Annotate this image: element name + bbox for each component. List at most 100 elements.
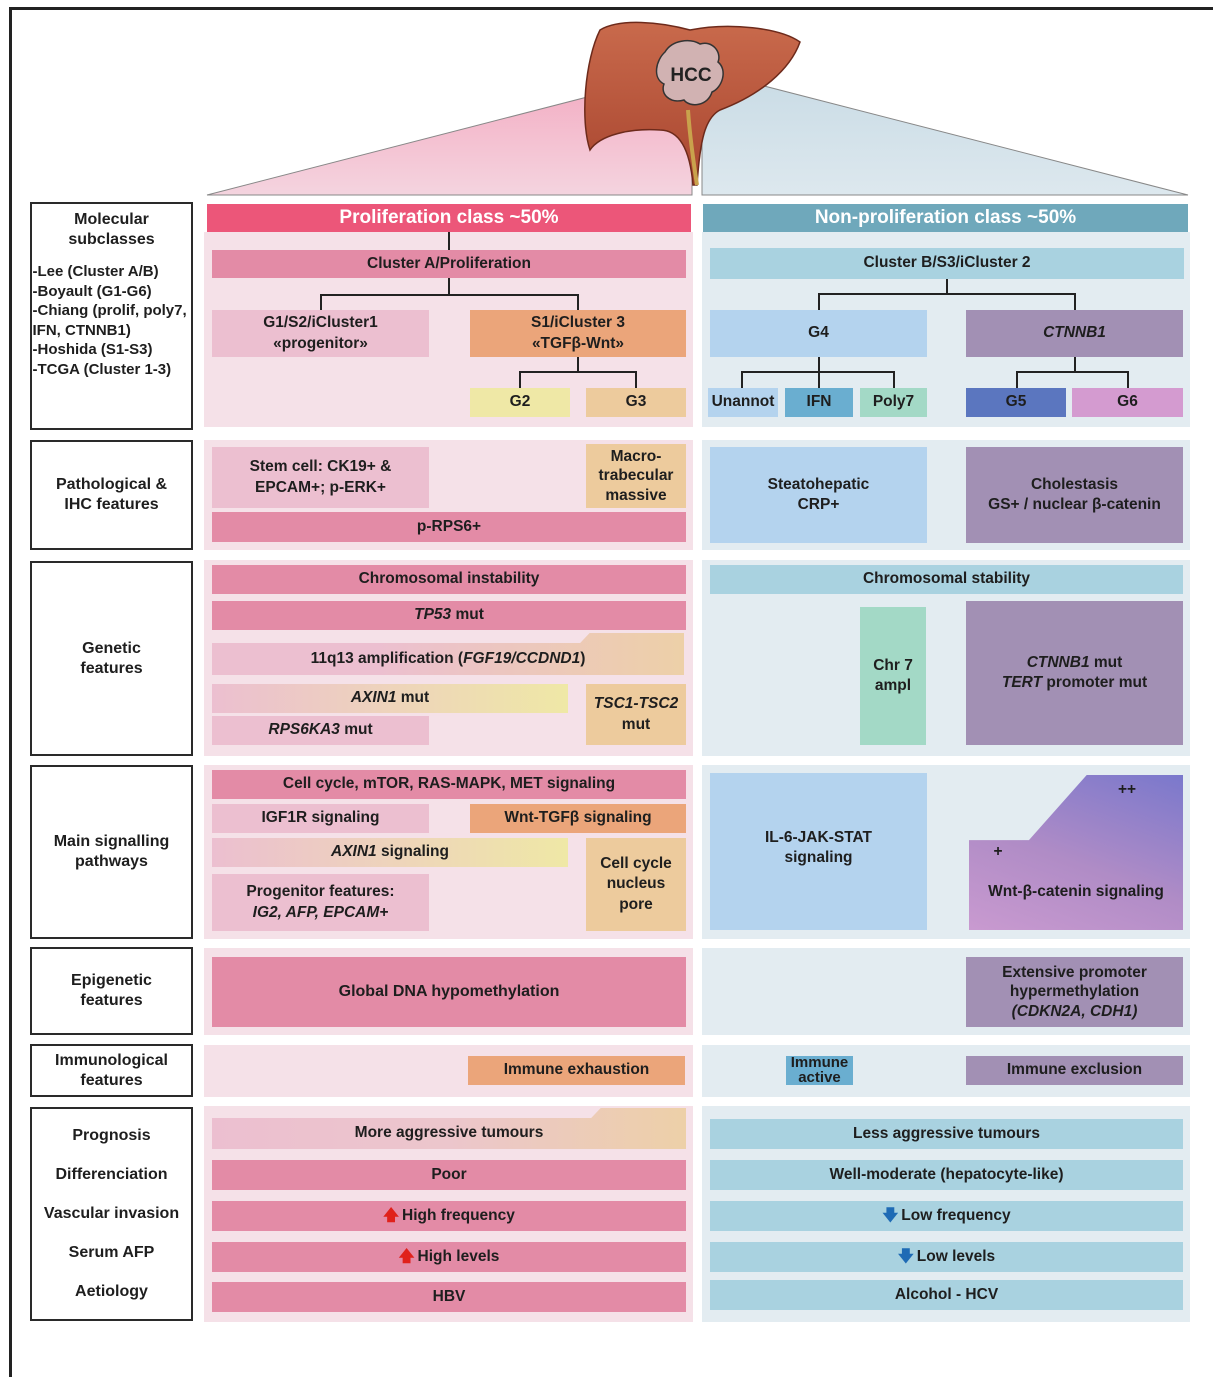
immune-exclusion-box: Immune exclusion [966, 1056, 1183, 1085]
immunological-label: Immunological features [55, 1051, 168, 1089]
less-aggressive-box: Less aggressive tumours [710, 1119, 1183, 1149]
cell-cycle-nucleus-pore-box: Cell cycle nucleus pore [586, 838, 686, 931]
molecular-list-item: -Lee (Cluster A/B) [32, 263, 159, 280]
tp53-suffix: mut [451, 606, 484, 624]
molecular-list: -Lee (Cluster A/B) -Boyault (G1-G6) -Chi… [33, 262, 191, 379]
molecular-list-item: -Boyault (G1-G6) [32, 282, 152, 300]
hbv-label: HBV [432, 1287, 466, 1305]
s1-sub-label: «TGFβ-Wnt» [531, 334, 625, 352]
arrow-up-icon: 🡅 [383, 1206, 400, 1224]
chromosomal-instability-label: Chromosomal instability [358, 570, 540, 588]
molecular-list-item: -TCGA (Cluster 1-3) [32, 360, 172, 378]
pathological-label: Pathological & IHC features [55, 476, 168, 513]
ifn-label: IFN [806, 393, 832, 411]
g2-box: G2 [470, 388, 570, 417]
macrotrabecular-box: Macro- trabecular massive [586, 444, 686, 508]
prognosis-label: Prognosis [72, 1127, 151, 1145]
ctnnb1-suffix: mut [1089, 653, 1123, 671]
gallbladder [686, 109, 699, 186]
low-levels-label: Low levels [916, 1247, 996, 1265]
connector-line [818, 293, 820, 310]
arrow-down-icon: 🡇 [897, 1247, 914, 1265]
pore-line-1: Cell cycle [600, 855, 672, 873]
il6-jak-stat-box: IL-6-JAK-STAT signaling [710, 773, 927, 930]
immune-exhaustion-label: Immune exhaustion [503, 1061, 650, 1079]
connector-line [320, 294, 322, 310]
chr7-ampl-box: Chr 7 ampl [860, 607, 926, 745]
wnt-beta-catenin-signaling-box: Wnt-β-catenin signaling [969, 775, 1183, 930]
plus-text: + [993, 842, 1003, 860]
alcohol-hcv-label: Alcohol - HCV [894, 1285, 999, 1303]
connector-line [448, 232, 450, 250]
hypomethylation-label: Global DNA hypomethylation [338, 982, 560, 1000]
tsc-gene: TSC1-TSC2 [593, 695, 679, 713]
ctnnb1-subclass-box: CTNNB1 [966, 310, 1183, 357]
plus-marker: + [988, 842, 1008, 862]
cluster-b-label: Cluster B/S3/iCluster 2 [863, 254, 1031, 272]
unannot-box: Unannot [708, 388, 778, 417]
wnt-beta-catenin-label: Wnt-β-catenin signaling [988, 882, 1164, 900]
wnt-tgfb-signaling-label: Wnt-TGFβ signaling [504, 809, 652, 827]
low-frequency-box: 🡇Low frequency [710, 1201, 1183, 1231]
poor-differentiation-box: Poor [212, 1160, 686, 1190]
igf1r-signaling-label: IGF1R signaling [261, 809, 380, 827]
g3-label: G3 [625, 393, 647, 411]
ctnnb1-subclass-label: CTNNB1 [1043, 324, 1106, 342]
non-proliferation-class-header: Non-proliferation class ~50% [703, 204, 1188, 232]
global-dna-hypomethylation-box: Global DNA hypomethylation [212, 957, 686, 1027]
g1-progenitor-box: G1/S2/iCluster1 «progenitor» [212, 310, 429, 357]
immune-active-box: Immune active [786, 1055, 853, 1085]
rps6ka3-suffix: mut [339, 721, 373, 739]
s1-label: S1/iCluster 3 [531, 314, 625, 332]
macro-line-1: Macro- [610, 447, 662, 465]
steatohepatic-box: Steatohepatic CRP+ [710, 447, 927, 543]
g1-label: G1/S2/iCluster1 [263, 314, 378, 332]
connector-line [320, 294, 579, 296]
alcohol-hcv-box: Alcohol - HCV [710, 1280, 1183, 1310]
pore-line-3: pore [619, 895, 653, 913]
connector-line [519, 371, 521, 388]
connector-line [946, 279, 948, 293]
plus-plus-text: ++ [1117, 780, 1137, 798]
tsc1-tsc2-mut-box: TSC1-TSC2 mut [586, 684, 686, 745]
non-proliferation-projection [701, 69, 1189, 196]
low-frequency-label: Low frequency [901, 1206, 1011, 1224]
cholestasis-line-1: Cholestasis [1030, 475, 1118, 493]
more-aggressive-label: More aggressive tumours [354, 1124, 544, 1142]
cholestasis-line-2: GS+ / nuclear β-catenin [988, 496, 1161, 513]
high-levels-box: 🡅High levels [212, 1242, 686, 1272]
axin1-signaling-box: AXIN1 signaling [212, 838, 568, 867]
progenitor-line-2: IG2, AFP, EPCAM+ [252, 903, 389, 921]
ctnnb1-mut-label: CTNNB1 mut [1027, 653, 1123, 673]
axin1-mut-label: AXIN1 mut [351, 688, 429, 708]
chr7-line-2: ampl [874, 677, 912, 694]
connector-line [635, 371, 637, 388]
liver-illustration: HCC [206, 21, 1189, 196]
high-frequency-box: 🡅High frequency [212, 1201, 686, 1231]
high-frequency-label: High frequency [402, 1206, 515, 1224]
amp-prefix: 11q13 amplification ( [310, 649, 464, 667]
axin1-signaling-gene: AXIN1 [331, 843, 377, 861]
connector-line [1127, 371, 1129, 388]
proliferation-class-header: Proliferation class ~50% [207, 204, 691, 232]
row-label-signalling: Main signalling pathways [30, 765, 193, 939]
chromosomal-instability-box: Chromosomal instability [212, 565, 686, 594]
progenitor-line-1: Progenitor features: [246, 883, 395, 901]
molecular-title: Molecular subclasses [68, 211, 155, 248]
differenciation-label: Differenciation [55, 1166, 168, 1184]
tp53-mut-label: TP53 mut [414, 605, 484, 625]
immune-exclusion-label: Immune exclusion [1006, 1061, 1143, 1079]
molecular-list-item: -Hoshida (S1-S3) [32, 341, 153, 358]
tumour-shape [655, 39, 724, 106]
hbv-box: HBV [212, 1282, 686, 1312]
11q13-amplification-label: 11q13 amplification (FGF19/CCDND1) [311, 649, 586, 669]
wnt-tgfb-signaling-box: Wnt-TGFβ signaling [470, 804, 686, 833]
genetic-label: Genetic features [80, 639, 143, 677]
axin1-suffix: mut [396, 689, 430, 707]
p-rps6-label: p-RPS6+ [416, 517, 482, 535]
il6-line-2: signaling [784, 849, 853, 867]
connector-line [893, 371, 895, 388]
connector-line [741, 371, 743, 388]
low-levels-box: 🡇Low levels [710, 1242, 1183, 1272]
connector-line [818, 371, 820, 388]
